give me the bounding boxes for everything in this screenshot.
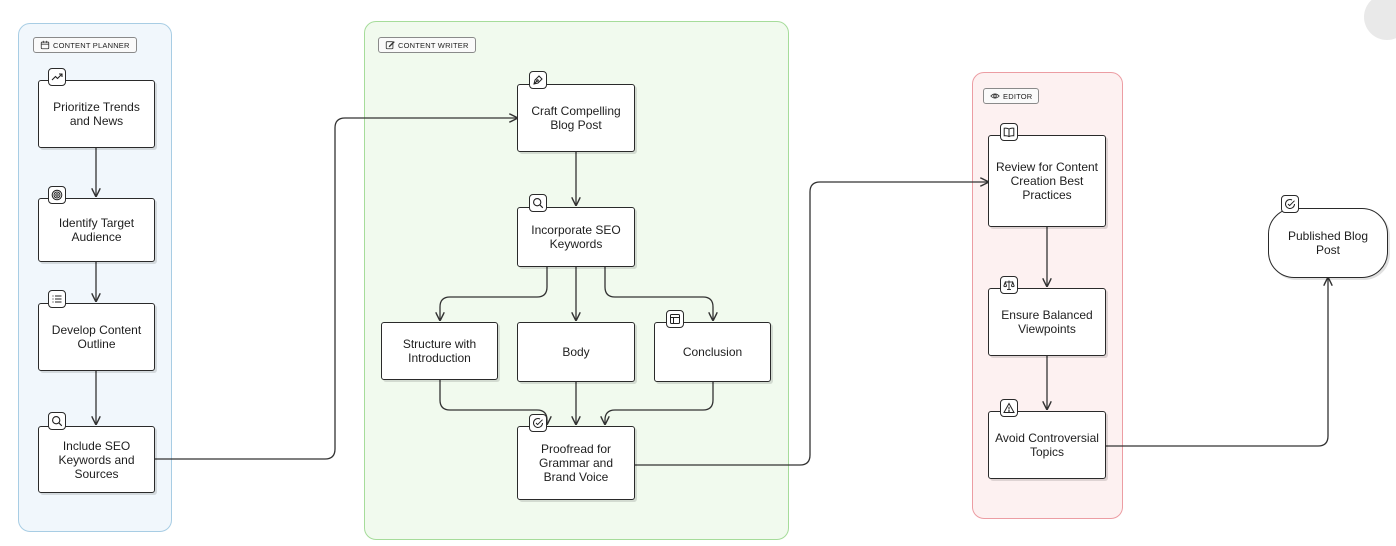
eye-icon [990, 93, 1000, 99]
alert-triangle-icon [1000, 399, 1018, 417]
lane-tag-content-planner: CONTENT PLANNER [33, 37, 137, 53]
lane-tag-editor: EDITOR [983, 88, 1040, 104]
edge-conclusion-proofread [605, 382, 714, 424]
trending-up-icon [48, 68, 66, 86]
node-develop-outline[interactable]: Develop Content Outline [38, 303, 155, 371]
list-icon [48, 290, 66, 308]
book-icon [1000, 123, 1018, 141]
node-ensure-balanced-viewpoints[interactable]: Ensure Balanced Viewpoints [988, 288, 1106, 356]
node-label: Ensure Balanced Viewpoints [1001, 308, 1093, 336]
scale-icon [1000, 276, 1018, 294]
lane-tag-content-writer: CONTENT WRITER [378, 37, 476, 53]
node-label: Published Blog Post [1287, 229, 1369, 257]
node-label: Avoid Controversial Topics [995, 431, 1099, 459]
node-label: Proofread for Grammar and Brand Voice [538, 442, 614, 484]
node-identify-audience[interactable]: Identify Target Audience [38, 198, 155, 262]
node-label: Include SEO Keywords and Sources [58, 438, 135, 481]
node-include-seo-keywords[interactable]: Include SEO Keywords and Sources [38, 426, 155, 493]
node-label: Prioritize Trends and News [53, 100, 140, 128]
node-label: Body [562, 345, 590, 359]
edge-avoid-published [1106, 278, 1328, 447]
node-craft-blog-post[interactable]: Craft Compelling Blog Post [517, 84, 635, 152]
node-label: Incorporate SEO Keywords [531, 223, 621, 251]
lane-title: EDITOR [1003, 91, 1033, 101]
node-avoid-controversial-topics[interactable]: Avoid Controversial Topics [988, 411, 1106, 479]
node-structure-introduction[interactable]: Structure with Introduction [381, 322, 498, 380]
node-review-best-practices[interactable]: Review for Content Creation Best Practic… [988, 135, 1106, 227]
edge-incorporate-structure [440, 267, 548, 320]
lane-title: CONTENT PLANNER [53, 40, 130, 50]
check-circle-icon [1281, 195, 1299, 213]
edit-icon [385, 41, 395, 50]
node-label: Identify Target Audience [58, 216, 135, 244]
lane-title: CONTENT WRITER [398, 40, 469, 50]
search-icon [529, 194, 547, 212]
edge-incorporate-conclusion [604, 267, 713, 320]
node-body[interactable]: Body [517, 322, 635, 382]
calendar-icon [40, 40, 50, 50]
node-proofread[interactable]: Proofread for Grammar and Brand Voice [517, 426, 635, 500]
node-label: Develop Content Outline [51, 323, 142, 351]
node-label: Craft Compelling Blog Post [531, 104, 621, 132]
node-conclusion[interactable]: Conclusion [654, 322, 771, 382]
node-published-blog-post[interactable]: Published Blog Post [1268, 208, 1388, 278]
pen-tool-icon [529, 71, 547, 89]
edge-include-seo-craft [155, 118, 517, 460]
node-label: Conclusion [682, 345, 743, 359]
node-incorporate-seo-keywords[interactable]: Incorporate SEO Keywords [517, 207, 635, 267]
node-label: Review for Content Creation Best Practic… [995, 160, 1099, 202]
node-prioritize-trends[interactable]: Prioritize Trends and News [38, 80, 155, 148]
edge-proofread-review [635, 182, 988, 466]
check-circle-icon [529, 414, 547, 432]
search-icon [48, 412, 66, 430]
layout-icon [666, 310, 684, 328]
target-icon [48, 186, 66, 204]
node-label: Structure with Introduction [402, 337, 477, 365]
